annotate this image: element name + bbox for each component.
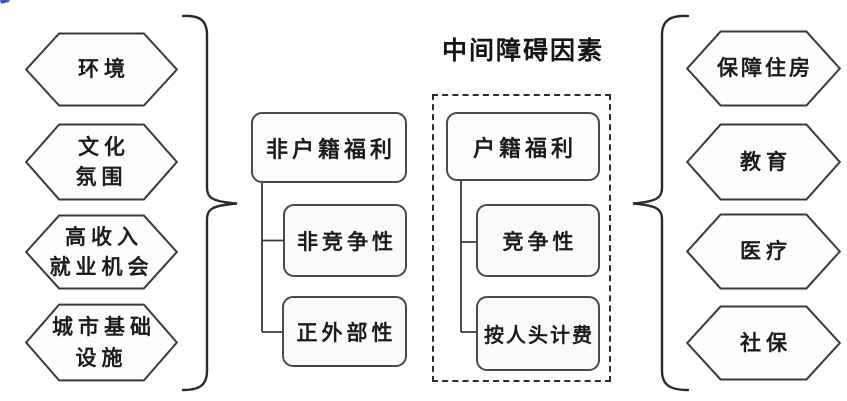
- barrier-factors-dashed-box: [432, 94, 611, 382]
- hexagon-education: 教育: [684, 123, 843, 201]
- hexagon-high-income-jobs: 高收入 就业机会: [23, 214, 180, 290]
- hexagon-label: 高收入 就业机会: [49, 223, 154, 279]
- non-hukou-connector: [261, 183, 283, 333]
- hexagon-shape: [23, 123, 180, 201]
- hexagon-label: 文化 氛围: [75, 133, 130, 189]
- box-positive-externality: 正外部性: [282, 296, 407, 367]
- hexagon-label: 社保: [740, 329, 792, 355]
- hexagon-shape: [684, 123, 843, 201]
- box-non-hukou-welfare: 非户籍福利: [251, 112, 407, 183]
- right-curly-brace: [632, 14, 690, 392]
- hukou-connector: [460, 181, 476, 333]
- hexagon-shape: [684, 305, 843, 381]
- hexagon-guaranteed-housing: 保障住房: [684, 30, 843, 107]
- hexagon-medical-care: 医疗: [684, 213, 843, 290]
- hexagon-social-security: 社保: [684, 305, 843, 381]
- left-curly-brace: [181, 14, 238, 392]
- box-competitive: 竞争性: [476, 204, 600, 277]
- hexagon-shape: [23, 214, 180, 290]
- box-non-competitive: 非竞争性: [283, 204, 407, 277]
- diagram-title: 中间障碍因素: [441, 36, 604, 65]
- hexagon-urban-infrastructure: 城市基础 设施: [23, 303, 180, 382]
- hexagon-shape: [684, 213, 843, 290]
- hexagon-label: 医疗: [740, 238, 792, 264]
- hexagon-shape: [23, 303, 180, 382]
- box-per-capita-charging: 按人头计费: [476, 296, 600, 371]
- hexagon-label: 教育: [740, 148, 792, 174]
- hexagon-label: 保障住房: [717, 55, 813, 81]
- hexagon-environment: 环境: [23, 32, 180, 107]
- box-hukou-welfare: 户籍福利: [446, 112, 600, 181]
- hexagon-cultural-atmosphere: 文化 氛围: [23, 123, 180, 201]
- hexagon-shape: [684, 30, 843, 107]
- hexagon-shape: [23, 32, 180, 107]
- hexagon-label: 环境: [78, 56, 130, 82]
- hexagon-label: 城市基础 设施: [52, 314, 156, 370]
